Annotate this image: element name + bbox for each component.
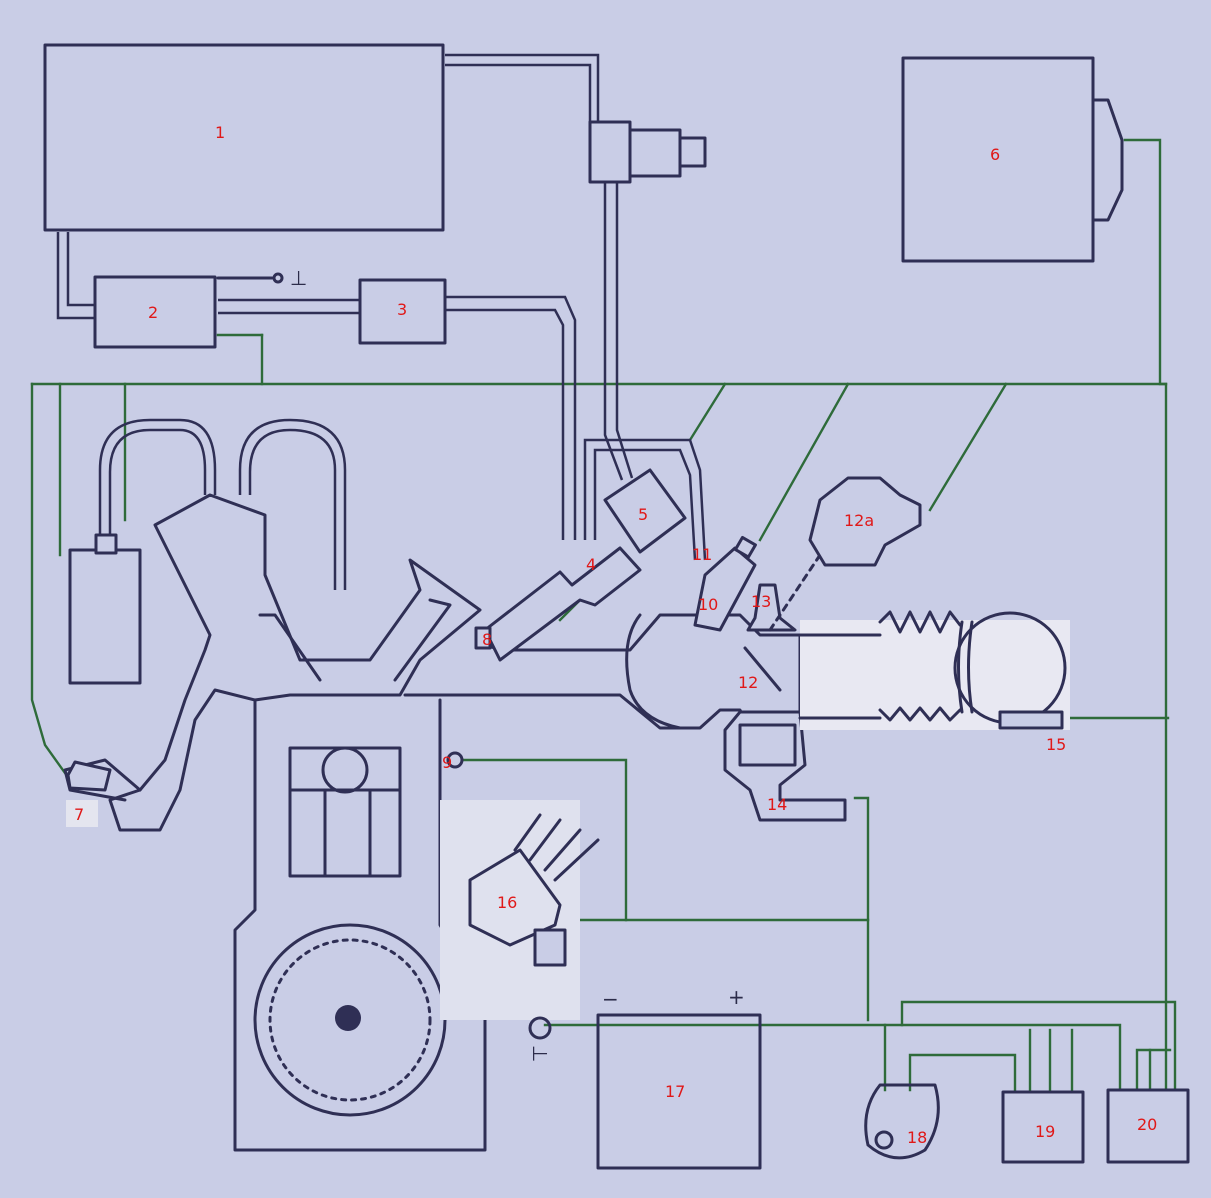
relay-19 [1001, 1090, 1085, 1164]
battery-minus: − [602, 987, 619, 1011]
label-9: 9 [442, 753, 452, 772]
label-12a: 12a [844, 511, 874, 530]
label-12: 12 [738, 673, 758, 692]
throttle-body [625, 613, 682, 730]
flywheel [253, 923, 447, 1117]
ignition-switch-18 [864, 1083, 940, 1160]
injector-4 [483, 546, 642, 662]
label-1: 1 [215, 123, 225, 142]
label-8: 8 [482, 630, 492, 649]
label-3: 3 [397, 300, 407, 319]
sensor-8 [474, 626, 492, 650]
wiring-harness [30, 138, 1177, 1092]
cylinder-head [108, 493, 482, 832]
battery-ground: ⊥ [528, 1016, 552, 1062]
label-14: 14 [767, 795, 787, 814]
label-17: 17 [665, 1082, 685, 1101]
label-16: 16 [497, 893, 517, 912]
distributor-16 [440, 800, 600, 1020]
label-4: 4 [586, 555, 596, 574]
sensor-11 [693, 546, 757, 632]
battery-17 [596, 1013, 762, 1170]
label-20: 20 [1137, 1115, 1157, 1134]
sensor-7 [66, 760, 112, 792]
sensor-13 [746, 583, 797, 632]
throttle-plate [743, 646, 782, 692]
sensor-15-bracket [998, 710, 1064, 730]
label-2: 2 [148, 303, 158, 322]
ground-symbol-top-text: ⊥ [290, 266, 307, 290]
component-3-box [358, 278, 447, 345]
relay-20 [1106, 1088, 1190, 1164]
fuel-lines [56, 53, 707, 561]
piston [288, 746, 402, 878]
sensor-9 [446, 751, 464, 769]
sensor-12a [808, 476, 922, 567]
component-2-box [93, 275, 217, 349]
label-15: 15 [1046, 735, 1066, 754]
label-5: 5 [638, 505, 648, 524]
ground-symbol-top: ⊥ [216, 266, 307, 290]
label-13: 13 [751, 592, 771, 611]
sensor-5 [603, 468, 687, 554]
label-19: 19 [1035, 1122, 1055, 1141]
component-labels: 1 2 3 4 5 6 7 8 9 10 11 12 12a 13 14 15 … [66, 123, 1157, 1147]
label-6: 6 [990, 145, 1000, 164]
battery-ground-text: ⊥ [528, 1045, 552, 1062]
ignition-coil [68, 548, 142, 685]
fuel-regulator [588, 120, 707, 184]
component-6-box [901, 56, 1124, 263]
label-7: 7 [74, 805, 84, 824]
battery-plus: + [728, 985, 745, 1009]
component-1-box [43, 43, 445, 232]
label-11: 11 [692, 545, 712, 564]
label-18: 18 [907, 1128, 927, 1147]
label-10: 10 [698, 595, 718, 614]
